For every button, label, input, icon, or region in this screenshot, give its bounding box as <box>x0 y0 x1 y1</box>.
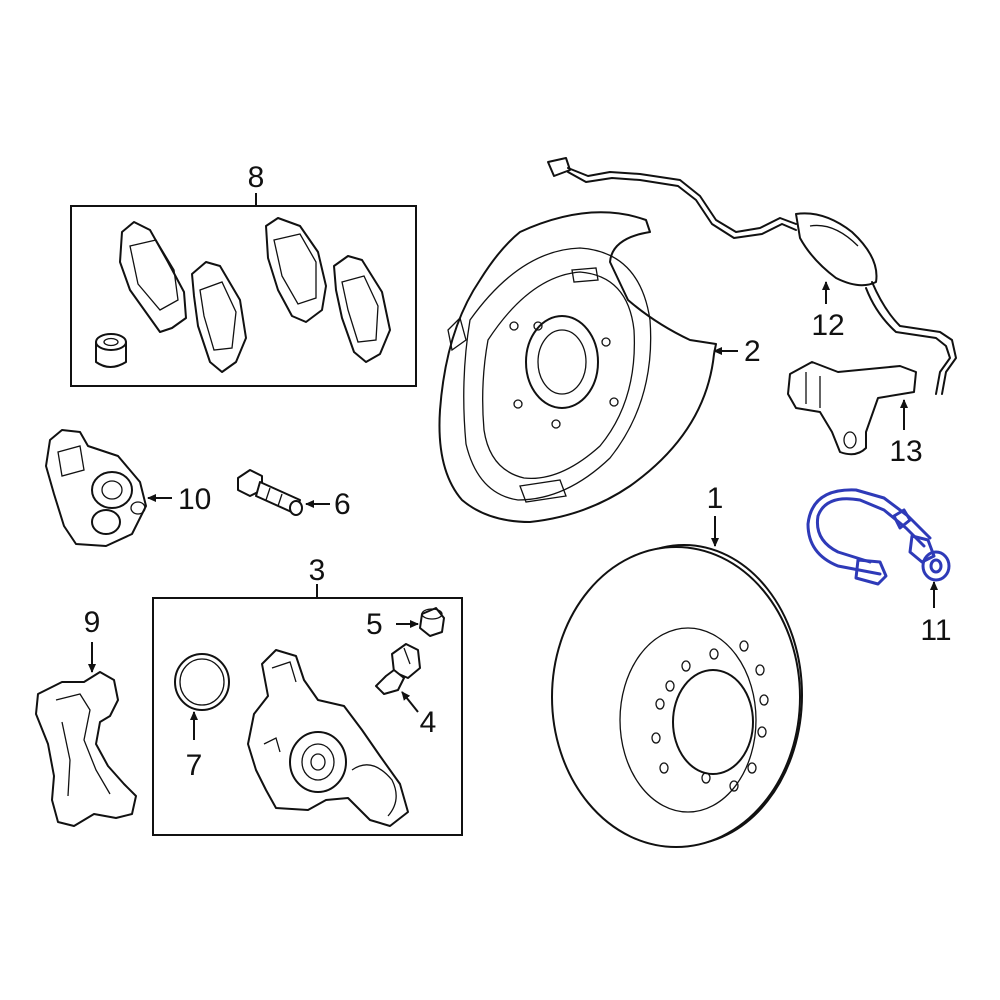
callout-13: 13 <box>889 435 922 468</box>
callout-3: 3 <box>309 554 326 587</box>
brake-rotor[interactable] <box>551 544 803 848</box>
parking-brake-actuator[interactable] <box>45 429 147 547</box>
caliper-mounting-bracket[interactable] <box>35 671 137 827</box>
callout-4: 4 <box>420 706 437 739</box>
caliper-kit-frame <box>152 597 463 836</box>
callout-12: 12 <box>811 309 844 342</box>
pad-kit-frame <box>70 205 417 387</box>
brake-pad-kit[interactable] <box>70 193 417 387</box>
callout-5: 5 <box>366 608 383 641</box>
pad-bushing <box>95 333 127 368</box>
abs-speed-sensor[interactable] <box>787 361 917 456</box>
brake-caliper[interactable] <box>247 649 409 827</box>
rotor-bolt-holes <box>651 640 769 792</box>
callout-7: 7 <box>186 749 203 782</box>
brake-hose[interactable] <box>806 488 951 586</box>
callout-2: 2 <box>744 335 761 368</box>
callout-9: 9 <box>84 606 101 639</box>
callout-8: 8 <box>248 161 265 194</box>
callout-6: 6 <box>334 488 351 521</box>
abs-wire-harness[interactable] <box>547 157 957 395</box>
bleeder-cap[interactable] <box>419 607 445 637</box>
callout-11: 11 <box>920 614 951 647</box>
callout-1: 1 <box>707 482 724 515</box>
callout-10: 10 <box>178 483 211 516</box>
backing-plate[interactable] <box>438 211 717 523</box>
piston-seal[interactable] <box>174 653 230 711</box>
bleeder-screw[interactable] <box>375 643 421 695</box>
caliper-guide-bolt[interactable] <box>237 469 303 516</box>
